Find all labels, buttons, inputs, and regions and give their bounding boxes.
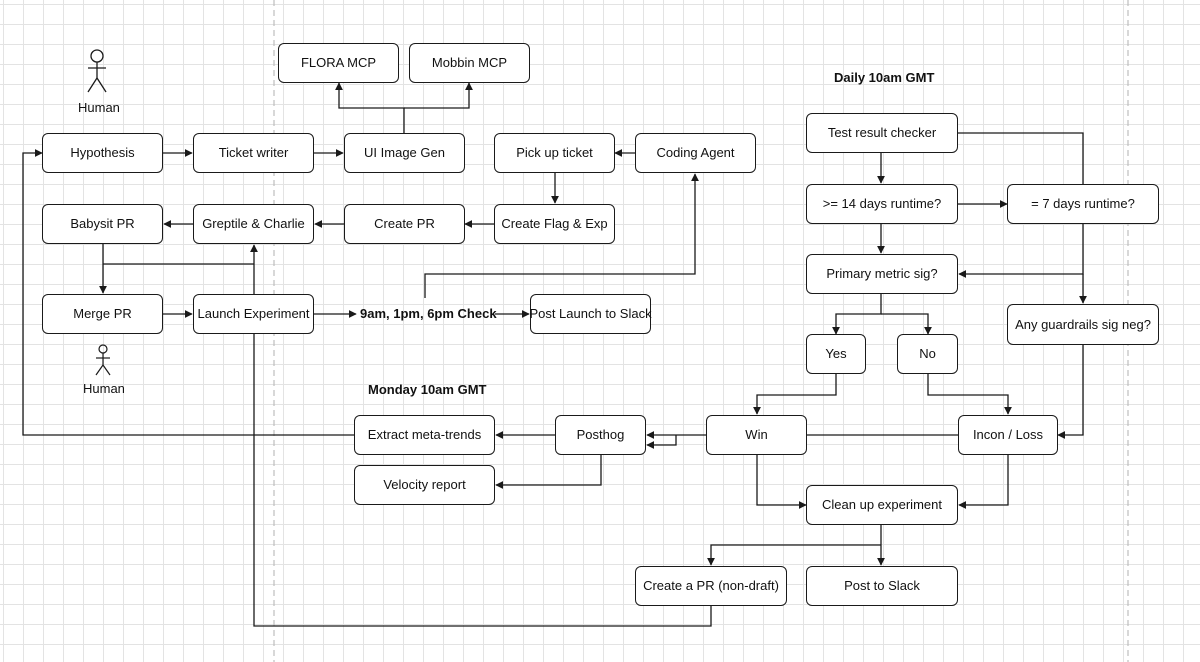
edge-posthog-velocity — [495, 455, 602, 489]
node-primary-metric-sig[interactable]: Primary metric sig? — [806, 254, 958, 294]
node-velocity-report[interactable]: Velocity report — [354, 465, 495, 505]
human-actor-bottom — [95, 344, 111, 376]
node-runtime-7-days[interactable]: = 7 days runtime? — [1007, 184, 1159, 224]
node-coding-agent[interactable]: Coding Agent — [635, 133, 756, 173]
edge-check-coding-agent — [424, 173, 699, 298]
stick-figure-icon — [87, 49, 107, 93]
node-extract-meta-trends[interactable]: Extract meta-trends — [354, 415, 495, 455]
node-yes[interactable]: Yes — [806, 334, 866, 374]
edge-ui-image-gen-flora — [335, 82, 405, 133]
edge-primary-no — [881, 313, 932, 335]
node-create-flag-exp[interactable]: Create Flag & Exp — [494, 204, 615, 244]
node-create-pr-non-draft[interactable]: Create a PR (non-draft) — [635, 566, 787, 606]
human-label-top: Human — [78, 100, 120, 115]
node-no[interactable]: No — [897, 334, 958, 374]
node-merge-pr[interactable]: Merge PR — [42, 294, 163, 334]
stick-figure-icon — [95, 344, 111, 376]
label-monday-schedule: Monday 10am GMT — [368, 382, 487, 397]
node-ui-image-gen[interactable]: UI Image Gen — [344, 133, 465, 173]
node-launch-experiment[interactable]: Launch Experiment — [193, 294, 314, 334]
edge-win-posthog-2 — [646, 435, 677, 449]
label-check-schedule: 9am, 1pm, 6pm Check — [360, 306, 497, 321]
node-mobbin-mcp[interactable]: Mobbin MCP — [409, 43, 530, 83]
edge-checker-7days-route — [958, 132, 1084, 184]
node-clean-up-experiment[interactable]: Clean up experiment — [806, 485, 958, 525]
node-greptile-charlie[interactable]: Greptile & Charlie — [193, 204, 314, 244]
node-ticket-writer[interactable]: Ticket writer — [193, 133, 314, 173]
label-daily-schedule: Daily 10am GMT — [834, 70, 935, 85]
human-label-bottom: Human — [83, 381, 125, 396]
node-pick-up-ticket[interactable]: Pick up ticket — [494, 133, 615, 173]
node-hypothesis[interactable]: Hypothesis — [42, 133, 163, 173]
node-create-pr[interactable]: Create PR — [344, 204, 465, 244]
node-runtime-14-days[interactable]: >= 14 days runtime? — [806, 184, 958, 224]
edge-meta-trends-hypothesis — [22, 149, 354, 436]
node-posthog[interactable]: Posthog — [555, 415, 646, 455]
edge-primary-yes — [832, 294, 882, 335]
node-incon-loss[interactable]: Incon / Loss — [958, 415, 1058, 455]
human-actor-top — [86, 48, 108, 94]
edge-cleanup-create-pr-nondraft — [707, 544, 881, 566]
node-win[interactable]: Win — [706, 415, 807, 455]
edge-guardrails-incon — [1057, 345, 1084, 439]
node-post-to-slack[interactable]: Post to Slack — [806, 566, 958, 606]
node-guardrails-sig-neg[interactable]: Any guardrails sig neg? — [1007, 304, 1159, 345]
edge-launch-create-pr-nondraft — [253, 334, 712, 627]
node-flora-mcp[interactable]: FLORA MCP — [278, 43, 399, 83]
edge-no-incon — [927, 374, 1012, 415]
node-babysit-pr[interactable]: Babysit PR — [42, 204, 163, 244]
edge-7days-primary — [958, 224, 1084, 278]
edge-yes-win — [753, 374, 837, 415]
node-test-result-checker[interactable]: Test result checker — [806, 113, 958, 153]
edge-win-cleanup — [756, 455, 807, 509]
edge-incon-cleanup — [958, 455, 1009, 509]
node-post-launch-slack[interactable]: Post Launch to Slack — [529, 294, 652, 334]
edge-ui-image-gen-mobbin — [404, 82, 473, 109]
